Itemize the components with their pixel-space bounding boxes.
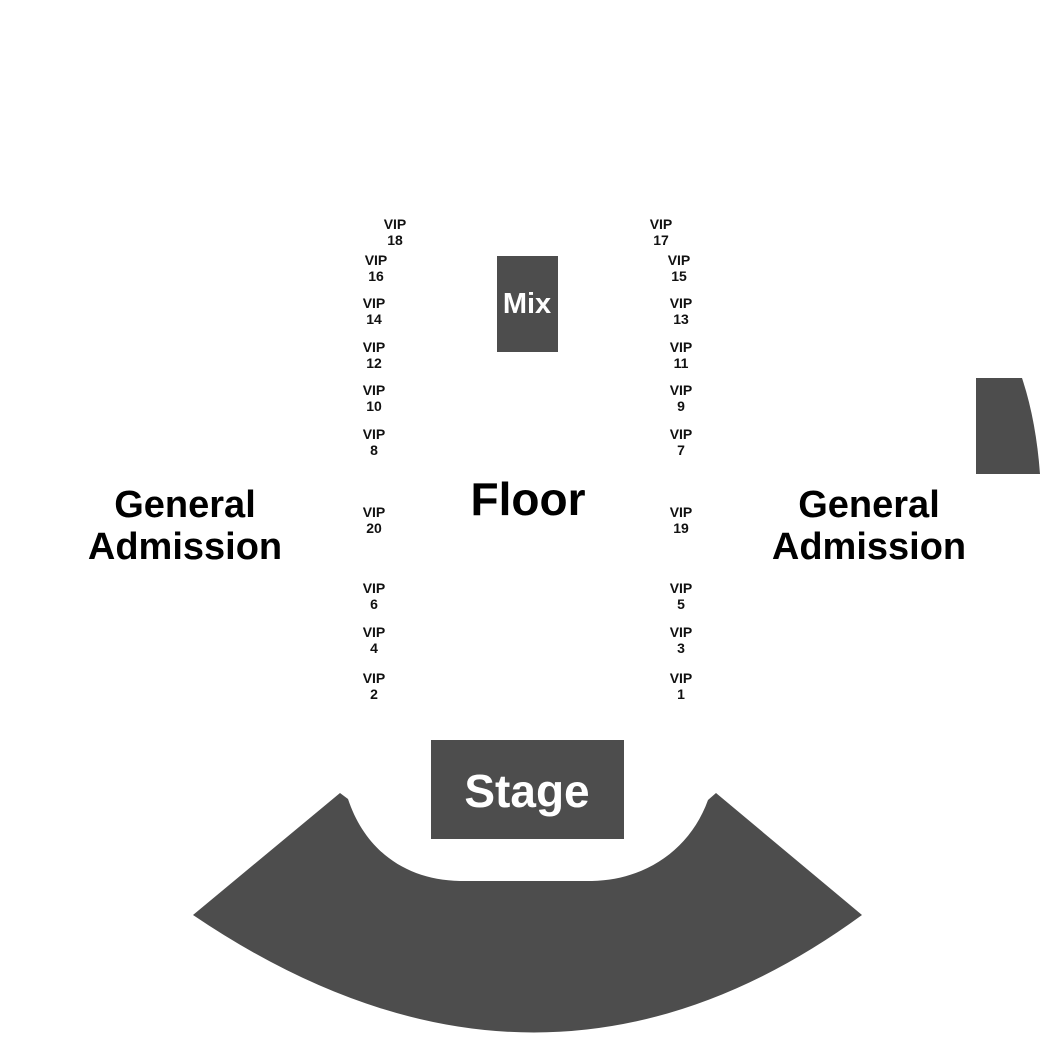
vip-number: 18 <box>387 232 403 248</box>
vip-prefix: VIP <box>364 252 388 268</box>
vip-prefix: VIP <box>383 216 407 232</box>
general-admission-right-label[interactable]: General Admission <box>739 484 999 568</box>
vip-prefix: VIP <box>669 426 693 442</box>
vip-number: 17 <box>653 232 669 248</box>
vip-number: 12 <box>366 355 382 371</box>
vip-prefix: VIP <box>362 382 386 398</box>
lower-curved-section-shape[interactable] <box>193 793 862 1033</box>
vip-number: 5 <box>677 596 685 612</box>
vip-prefix: VIP <box>669 504 693 520</box>
stage-section-shape[interactable] <box>431 740 624 839</box>
vip-prefix: VIP <box>362 426 386 442</box>
mix-section-shape[interactable] <box>497 256 558 352</box>
vip-number: 3 <box>677 640 685 656</box>
vip-number: 4 <box>370 640 378 656</box>
vip-prefix: VIP <box>362 504 386 520</box>
vip-prefix: VIP <box>649 216 673 232</box>
stage-label: Stage <box>464 765 590 817</box>
vip-prefix: VIP <box>669 295 693 311</box>
vip-number: 9 <box>677 398 685 414</box>
general-admission-right-line1: General <box>798 484 940 526</box>
general-admission-left-line2: Admission <box>87 526 283 568</box>
vip-number: 2 <box>370 686 378 702</box>
vip-number: 11 <box>673 355 689 371</box>
right-edge-section-shape[interactable] <box>976 378 1040 474</box>
vip-number: 10 <box>366 398 382 414</box>
floor-label: Floor <box>470 473 586 525</box>
general-admission-left-line1: General <box>114 484 256 526</box>
general-admission-right-line2: Admission <box>771 526 967 568</box>
vip-number: 20 <box>366 520 382 536</box>
vip-prefix: VIP <box>669 339 693 355</box>
vip-prefix: VIP <box>669 382 693 398</box>
vip-number: 13 <box>673 311 689 327</box>
vip-prefix: VIP <box>362 339 386 355</box>
vip-number: 1 <box>677 686 685 702</box>
vip-prefix: VIP <box>667 252 691 268</box>
vip-prefix: VIP <box>362 670 386 686</box>
vip-number: 19 <box>673 520 689 536</box>
vip-number: 8 <box>370 442 378 458</box>
vip-prefix: VIP <box>362 624 386 640</box>
vip-prefix: VIP <box>669 670 693 686</box>
vip-prefix: VIP <box>669 624 693 640</box>
vip-number: 6 <box>370 596 378 612</box>
vip-prefix: VIP <box>362 295 386 311</box>
mix-label: Mix <box>502 288 552 320</box>
vip-number: 16 <box>368 268 384 284</box>
vip-number: 7 <box>677 442 685 458</box>
vip-number: 15 <box>671 268 687 284</box>
vip-prefix: VIP <box>362 580 386 596</box>
vip-number: 14 <box>366 311 382 327</box>
vip-prefix: VIP <box>669 580 693 596</box>
general-admission-left-label[interactable]: General Admission <box>55 484 315 568</box>
